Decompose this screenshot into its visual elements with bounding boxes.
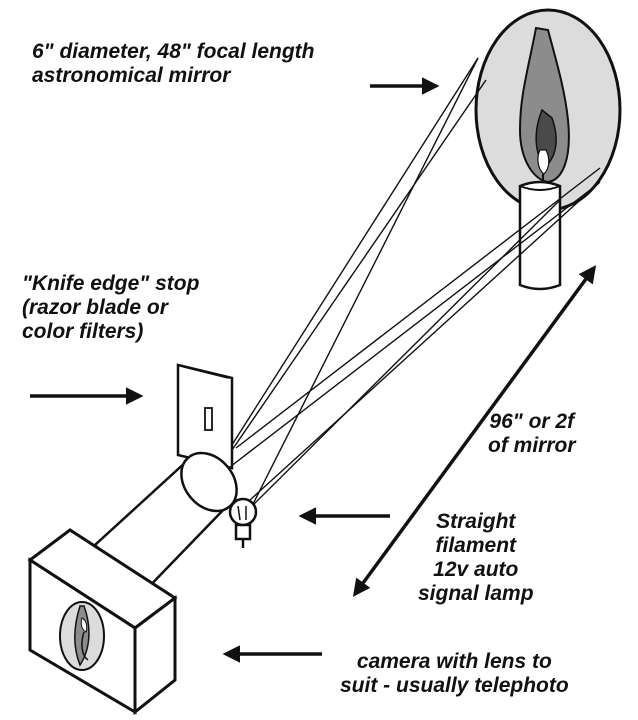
distance-label-line2: of mirror xyxy=(488,434,576,457)
camera-label-line2: suit - usually telephoto xyxy=(340,674,569,697)
razor-blade xyxy=(176,363,234,470)
knife-edge-label-line2: (razor blade or xyxy=(22,296,168,319)
mirror-label-line2: astronomical mirror xyxy=(32,64,231,87)
camera-body xyxy=(27,528,178,716)
mirror-label-line1: 6" diameter, 48" focal length xyxy=(32,40,315,63)
distance-label-line1: 96" or 2f xyxy=(489,410,575,433)
mirror-label: 6" diameter, 48" focal length astronomic… xyxy=(32,40,315,88)
knife-edge-label: "Knife edge" stop (razor blade or color … xyxy=(22,272,199,344)
knife-edge-label-line3: color filters) xyxy=(22,320,144,343)
lamp-label-line3: 12v auto xyxy=(433,558,519,581)
knife-edge-label-line1: "Knife edge" stop xyxy=(22,272,200,295)
lamp-label-line1: Straight xyxy=(436,510,516,533)
lamp-label: Straight filament 12v auto signal lamp xyxy=(418,510,534,606)
camera-label: camera with lens to suit - usually telep… xyxy=(340,650,569,698)
lamp-label-line2: filament xyxy=(435,534,517,557)
lamp-bulb-icon xyxy=(228,497,258,548)
double-arrow-icon xyxy=(352,265,597,597)
camera-label-line1: camera with lens to xyxy=(356,650,552,673)
lamp-label-line4: signal lamp xyxy=(418,582,534,605)
distance-label: 96" or 2f of mirror xyxy=(488,410,576,458)
